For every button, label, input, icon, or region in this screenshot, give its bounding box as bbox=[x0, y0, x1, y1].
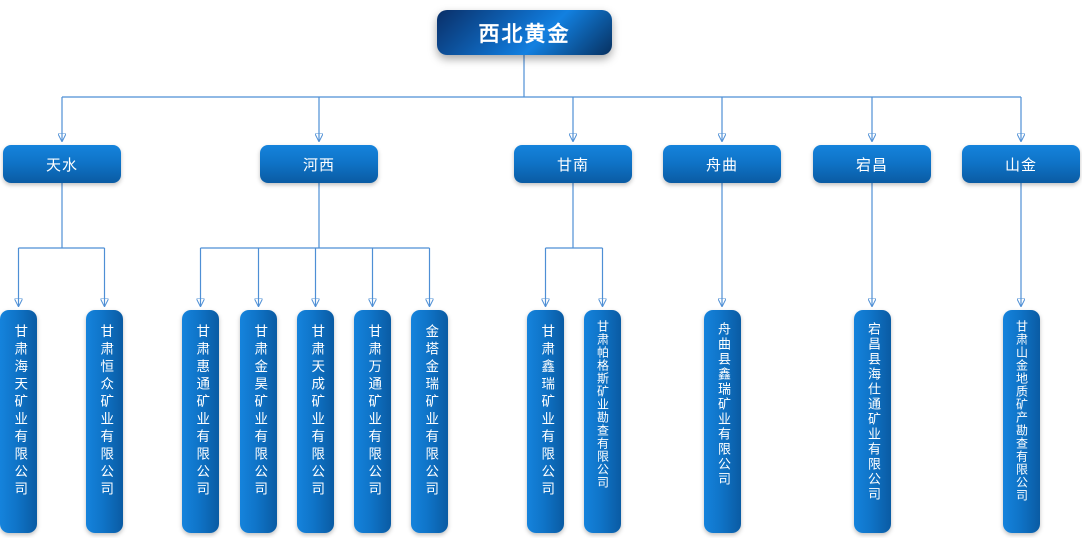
company-node[interactable]: 甘肃万通矿业有限公司 bbox=[354, 310, 391, 533]
company-label: 甘肃恒众矿业有限公司 bbox=[97, 324, 114, 499]
company-label: 甘肃海天矿业有限公司 bbox=[11, 324, 28, 499]
company-label: 甘肃帕格斯矿业勘查有限公司 bbox=[595, 320, 610, 489]
company-node[interactable]: 甘肃恒众矿业有限公司 bbox=[86, 310, 123, 533]
branch-label: 宕昌 bbox=[855, 155, 888, 174]
branch-label: 河西 bbox=[302, 155, 335, 174]
company-node[interactable]: 甘肃鑫瑞矿业有限公司 bbox=[527, 310, 564, 533]
branch-node-tianshui[interactable]: 天水 bbox=[3, 145, 121, 183]
company-node[interactable]: 舟曲县鑫瑞矿业有限公司 bbox=[704, 310, 741, 533]
company-label: 甘肃金昊矿业有限公司 bbox=[251, 324, 268, 499]
branch-node-hexi[interactable]: 河西 bbox=[260, 145, 378, 183]
company-node[interactable]: 甘肃帕格斯矿业勘查有限公司 bbox=[584, 310, 621, 533]
branch-label: 山金 bbox=[1004, 155, 1037, 174]
company-label: 甘肃山金地质矿产勘查有限公司 bbox=[1014, 320, 1029, 502]
company-node[interactable]: 甘肃天成矿业有限公司 bbox=[297, 310, 334, 533]
branch-node-gannan[interactable]: 甘南 bbox=[514, 145, 632, 183]
branch-label: 甘南 bbox=[556, 155, 589, 174]
branch-label: 舟曲 bbox=[705, 155, 738, 174]
root-label: 西北黄金 bbox=[478, 21, 571, 46]
company-node[interactable]: 金塔金瑞矿业有限公司 bbox=[411, 310, 448, 533]
company-node[interactable]: 宕昌县海仕通矿业有限公司 bbox=[854, 310, 891, 533]
branch-node-tanchang[interactable]: 宕昌 bbox=[813, 145, 931, 183]
company-label: 甘肃惠通矿业有限公司 bbox=[193, 324, 210, 499]
company-node[interactable]: 甘肃金昊矿业有限公司 bbox=[240, 310, 277, 533]
company-node[interactable]: 甘肃海天矿业有限公司 bbox=[0, 310, 37, 533]
company-label: 甘肃鑫瑞矿业有限公司 bbox=[538, 324, 555, 499]
company-label: 甘肃万通矿业有限公司 bbox=[365, 324, 382, 499]
branch-node-zhouqu[interactable]: 舟曲 bbox=[663, 145, 781, 183]
company-node[interactable]: 甘肃惠通矿业有限公司 bbox=[182, 310, 219, 533]
branch-label: 天水 bbox=[45, 155, 78, 174]
company-label: 甘肃天成矿业有限公司 bbox=[308, 324, 325, 499]
company-label: 金塔金瑞矿业有限公司 bbox=[422, 324, 439, 499]
company-label: 宕昌县海仕通矿业有限公司 bbox=[865, 322, 880, 502]
company-node[interactable]: 甘肃山金地质矿产勘查有限公司 bbox=[1003, 310, 1040, 533]
branch-node-shanjin[interactable]: 山金 bbox=[962, 145, 1080, 183]
root-node[interactable]: 西北黄金 bbox=[437, 10, 612, 55]
company-label: 舟曲县鑫瑞矿业有限公司 bbox=[715, 322, 730, 487]
